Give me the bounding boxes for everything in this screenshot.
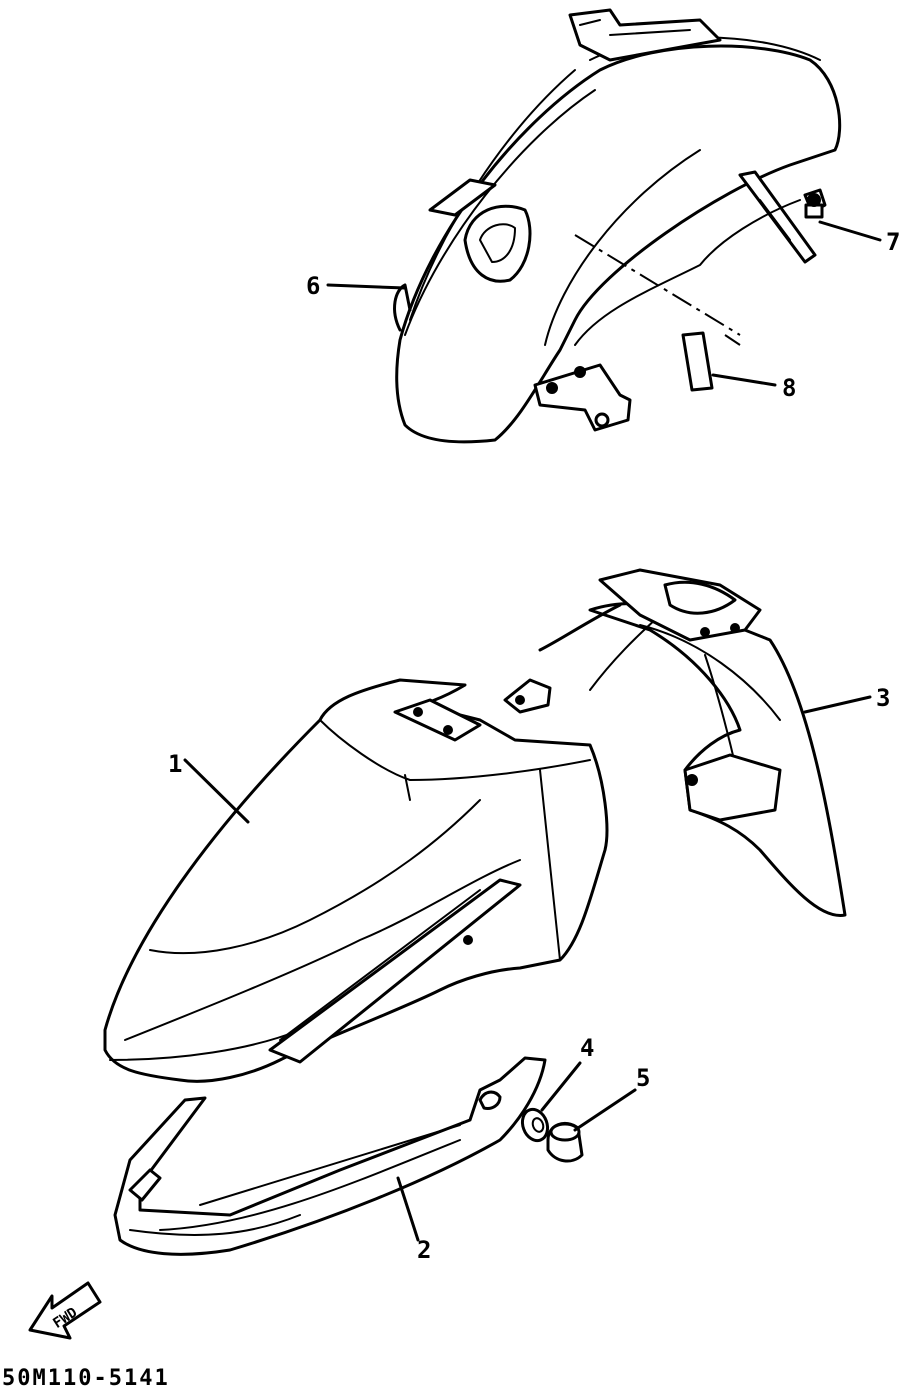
- part-7-bolt: [803, 188, 827, 219]
- callout-8: 8: [782, 374, 796, 402]
- leader-lines: [183, 220, 882, 1242]
- part-6-rear-fender: [393, 8, 842, 444]
- part-1-fender-main: [103, 678, 609, 1083]
- part-5-cap-nut: [546, 1121, 584, 1163]
- callout-5: 5: [636, 1064, 650, 1092]
- callout-2: 2: [417, 1236, 431, 1264]
- part-4-washer: [520, 1107, 550, 1143]
- drawing-code: 50M110-5141: [2, 1366, 170, 1390]
- callout-3: 3: [876, 684, 890, 712]
- callout-4: 4: [580, 1034, 594, 1062]
- part-3-fender-rear: [503, 568, 847, 917]
- callout-1: 1: [168, 750, 182, 778]
- callout-7: 7: [886, 228, 900, 256]
- part-2-skirt: [113, 1056, 547, 1256]
- part-8-label: [681, 331, 714, 392]
- callout-6: 6: [306, 272, 320, 300]
- forward-arrow-icon: FWD: [28, 1281, 102, 1340]
